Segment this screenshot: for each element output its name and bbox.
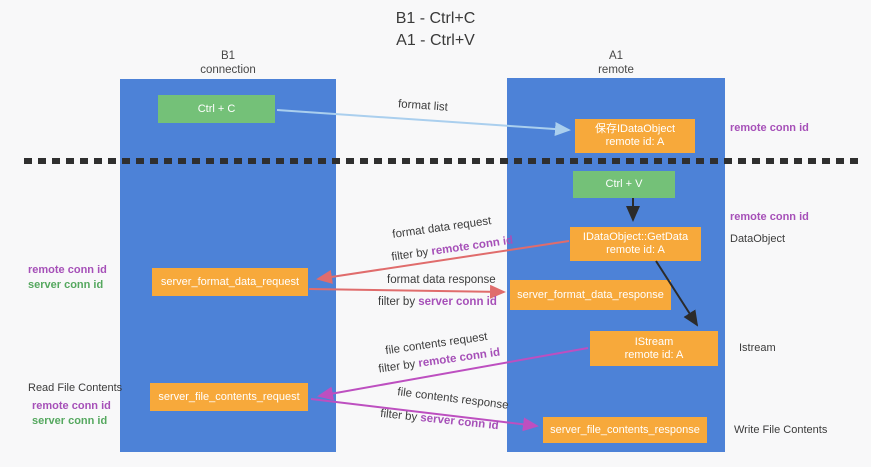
server-file-contents-response-label: server_file_contents_response (550, 423, 700, 436)
getdata-line1: IDataObject::GetData (582, 231, 689, 243)
save-idataobject-line1: 保存IDataObject (594, 123, 676, 135)
format-data-response-label: format data response (387, 274, 496, 286)
right-column-subtitle: remote (598, 64, 634, 76)
ctrl-v-label: Ctrl + V (605, 178, 643, 190)
istream-line1: IStream (634, 335, 674, 348)
server-format-data-request-label: server_format_data_request (160, 275, 300, 288)
server-conn-id-text: server conn id (419, 412, 500, 433)
istream-box: IStream remote id: A (590, 331, 718, 366)
idataobject-getdata-box: IDataObject::GetData remote id: A (570, 227, 701, 261)
left-column-header: B1 connection (120, 49, 336, 77)
server-conn-id-text: server conn id (418, 296, 497, 308)
right-column-header: A1 remote (507, 49, 725, 77)
ctrl-v-box: Ctrl + V (573, 171, 675, 198)
server-file-contents-request-label: server_file_contents_request (158, 390, 300, 403)
filter-by-server-conn-id-label-1: filter by server conn id (378, 296, 497, 308)
filter-by-server-conn-id-label-2: filter by server conn id (380, 408, 499, 432)
read-file-contents-annotation: Read File Contents (28, 382, 123, 394)
remote-conn-id-annotation-left-1: remote conn id (28, 264, 107, 276)
remote-conn-id-annotation-mid: remote conn id (730, 211, 809, 223)
left-column-name: B1 (220, 50, 236, 62)
filter-by-text: filter by (377, 357, 420, 376)
format-data-response-arrow (308, 284, 506, 299)
istream-line2: remote id: A (624, 348, 684, 361)
filter-by-text: filter by (379, 407, 421, 424)
ctrl-c-label: Ctrl + C (197, 102, 236, 115)
title-line-2: A1 - Ctrl+V (396, 32, 475, 49)
server-conn-id-annotation-left-1: server conn id (28, 279, 104, 291)
format-data-request-label: format data request (391, 215, 493, 241)
title-line-1: B1 - Ctrl+C (395, 10, 476, 27)
save-idataobject-line2: remote id: A (605, 136, 665, 148)
server-conn-id-annotation-left-2: server conn id (32, 415, 108, 427)
filter-by-text: filter by (390, 245, 433, 264)
write-file-contents-annotation: Write File Contents (734, 424, 828, 436)
ctrl-c-box: Ctrl + C (158, 95, 275, 123)
dataobject-annotation: DataObject (730, 233, 786, 245)
save-idataobject-box: 保存IDataObject remote id: A (575, 119, 695, 153)
filter-by-remote-conn-id-label-1: filter by remote conn id (391, 235, 514, 264)
remote-conn-id-annotation-top: remote conn id (730, 122, 809, 134)
server-file-contents-request-box: server_file_contents_request (150, 383, 308, 411)
server-file-contents-response-box: server_file_contents_response (543, 417, 707, 443)
remote-conn-id-text: remote conn id (430, 234, 514, 258)
getdata-line2: remote id: A (606, 244, 665, 256)
diagram-title: B1 - Ctrl+C A1 - Ctrl+V (0, 8, 871, 52)
format-list-label: format list (397, 98, 449, 114)
istream-annotation: Istream (739, 342, 776, 354)
server-format-data-response-label: server_format_data_response (517, 288, 664, 301)
right-column-name: A1 (608, 50, 624, 62)
remote-conn-id-annotation-left-2: remote conn id (32, 400, 111, 412)
server-format-data-request-box: server_format_data_request (152, 268, 308, 296)
server-format-data-response-box: server_format_data_response (510, 280, 671, 310)
left-column-subtitle: connection (200, 64, 256, 76)
file-contents-response-label: file contents response (396, 386, 510, 412)
dashed-separator-line (24, 158, 862, 164)
filter-by-text: filter by (378, 296, 419, 308)
